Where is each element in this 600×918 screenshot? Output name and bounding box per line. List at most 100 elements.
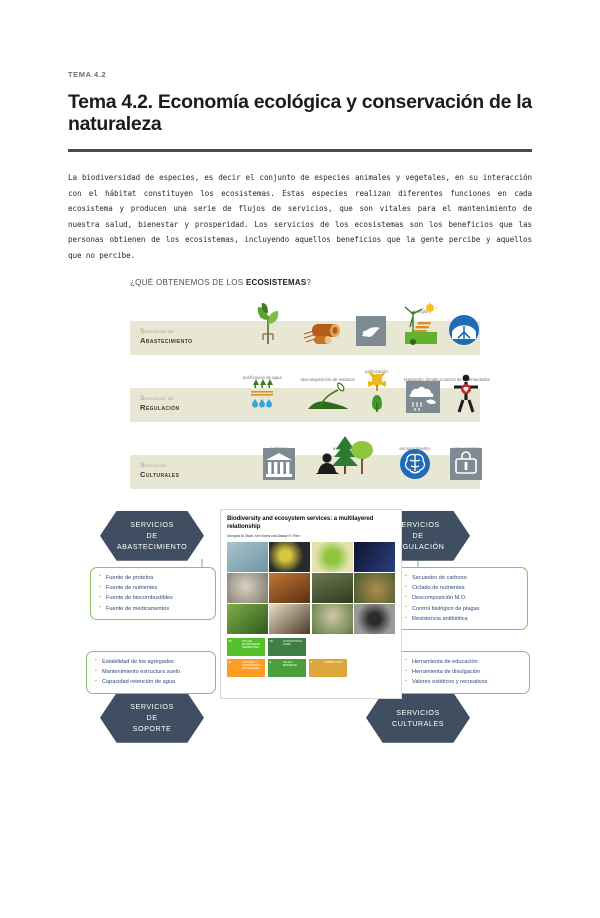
caption-esteticos: estéticos: [270, 445, 288, 451]
hex-regulacion-line1: SERVICIOS: [396, 520, 440, 530]
poster-authors: Georgina M. Mace, Ken Norris and Alastai…: [227, 533, 300, 538]
ecosystem-services-figure: ¿QUÉ OBTENEMOS DE LOS ECOSISTEMAS? alime…: [130, 278, 490, 489]
hex-soporte-line3: SOPORTE: [132, 724, 172, 734]
sdg-badge-row-1: 15 VIDA DE ECOSISTEMAS TERRESTRES 13 ACC…: [227, 638, 395, 657]
list-soporte: Estabilidad de los agregados Mantenimien…: [86, 650, 216, 694]
hexagon-culturales: SERVICIOS CULTURALES: [366, 692, 470, 743]
list-item: Herramienta de educación: [405, 656, 523, 667]
sdg-number: 11: [228, 659, 232, 664]
list-item: Mantenimiento estructura suelo: [95, 667, 209, 677]
medicine-plant-icon: [356, 315, 387, 351]
eyebrow-label: TEMA 4.2: [68, 70, 107, 79]
hex-soporte-line2: DE: [146, 713, 158, 723]
caption-purificacion-agua: purificación de agua: [243, 374, 282, 380]
sdg-number: 15: [228, 638, 232, 643]
band-abastecimiento: alimento madera medicamentos energía agu…: [130, 291, 480, 355]
list-item: Fuente de biocombustibles: [99, 593, 209, 603]
figure1-title-strong: ECOSISTEMAS: [245, 277, 307, 287]
list-item: Herramienta de divulgación: [405, 667, 523, 677]
sdg-number: 13: [269, 638, 273, 643]
caption-ocio-turismo: ocio y turismo: [453, 445, 480, 451]
sdg-badge-11: 11 CIUDADES Y COMUNIDADES SOSTENIBLES: [227, 659, 265, 678]
photo-thumbnail: [227, 541, 268, 572]
band-3-label-strong: Culturales: [140, 470, 180, 480]
list-item: Descomposición M.O.: [405, 593, 521, 603]
list-item: Control biológico de plagas: [405, 603, 521, 614]
page-title: Tema 4.2. Economía ecológica y conservac…: [68, 91, 532, 136]
sdg-label: ACCIÓN POR EL CLIMA: [283, 640, 303, 647]
caption-descomposicion-residuos: descomposición de residuos: [300, 376, 355, 382]
hexagon-soporte: SERVICIOS DE SOPORTE: [100, 692, 204, 743]
caption-espirituales: espirituales: [333, 445, 355, 451]
band-2-label-small: Servicios de: [140, 394, 175, 402]
sdg-badge-15: 15 VIDA DE ECOSISTEMAS TERRESTRES: [227, 638, 265, 657]
soil-organism-photo-grid: [227, 541, 395, 635]
document-page: TEMA 4.2 Tema 4.2. Economía ecológica y …: [0, 70, 600, 918]
figure1-title-prefix: ¿QUÉ OBTENEMOS DE LOS: [130, 277, 246, 287]
figure1-title-suffix: ?: [306, 277, 312, 287]
sdg-badge-2: 2 HAMBRE CERO: [309, 659, 347, 678]
hex-regulacion-line3: REGULACIÓN: [391, 542, 445, 552]
caption-enriquecimiento: enriquecimiento: [399, 445, 430, 451]
band-3-bar: Servicios Culturales: [130, 435, 483, 489]
hex-soporte-line1: SERVICIOS: [130, 702, 174, 712]
title-divider: [68, 148, 532, 152]
photo-thumbnail: [354, 572, 395, 603]
hexagon-abastecimiento: SERVICIOS DE ABASTECIMIENTO: [100, 510, 204, 561]
photo-thumbnail: [311, 541, 353, 572]
sdg-label: CIUDADES Y COMUNIDADES SOSTENIBLES: [242, 661, 261, 671]
sdg-number: 2: [310, 659, 313, 664]
sdg-label: VIDA DE ECOSISTEMAS TERRESTRES: [242, 640, 261, 650]
band-1-label-small: Servicios de: [140, 327, 175, 335]
band-2-captions: purificación de agua descomposición de r…: [208, 358, 490, 388]
sdg-badge-3: 3 SALUD Y BIENESTAR: [268, 659, 306, 678]
list-item: Estabilidad de los agregados: [95, 656, 209, 667]
sdg-label: SALUD Y BIENESTAR: [283, 661, 297, 668]
band-3-label-small: Servicios: [140, 461, 167, 469]
band-1-title: Servicios de Abastecimiento: [140, 328, 192, 347]
sdg-label: HAMBRE CERO: [324, 661, 343, 665]
list-item: Secuestro de carbono: [405, 572, 521, 583]
band-1-bar: Servicios de Abastecimiento: [130, 302, 480, 355]
hex-regulacion-line2: DE: [412, 531, 424, 541]
hex-abastecimiento-line1: SERVICIOS: [130, 520, 174, 530]
sdg-number: 3: [269, 659, 272, 664]
photo-thumbnail: [269, 541, 311, 572]
list-item: Ciclado de nutrientes: [405, 583, 521, 593]
band-1-label-strong: Abastecimiento: [140, 336, 193, 346]
caption-control-enfermedades: control de enfermedades: [442, 376, 491, 382]
intro-paragraph: La biodiversidad de especies, es decir e…: [68, 172, 532, 261]
band-2-label-strong: Regulación: [140, 403, 180, 413]
band-regulacion: purificación de agua descomposición de r…: [130, 358, 490, 422]
caption-regulacion-climatica: regulación climática: [403, 376, 442, 382]
list-item: Resistencia antibiótica: [405, 614, 521, 624]
list-culturales: Herramienta de educación Herramienta de …: [396, 650, 530, 694]
band-1-captions: alimento madera medicamentos energía agu…: [208, 291, 480, 325]
photo-thumbnail: [227, 604, 268, 635]
hex-abastecimiento-line3: ABASTECIMIENTO: [116, 542, 188, 552]
list-item: Fuente de nutrientes: [99, 583, 209, 593]
list-item: Capacidad retención de agua: [95, 677, 209, 687]
ecosystem-hexagon-diagram: SERVICIOS DE ABASTECIMIENTO SERVICIOS DE…: [84, 507, 534, 755]
sdg-badge-row-2: 11 CIUDADES Y COMUNIDADES SOSTENIBLES 3 …: [227, 659, 395, 678]
list-item: Valores estéticos y recreativos: [405, 677, 523, 687]
caption-polinizacion: polinización: [365, 368, 388, 374]
list-abastecimiento: Fuente de proteína Fuente de nutrientes …: [90, 566, 216, 621]
photo-thumbnail: [311, 572, 353, 603]
poster-biodiversity: Biodiversity and ecosystem services: a m…: [220, 508, 402, 699]
photo-thumbnail: [354, 604, 395, 635]
band-culturales: estéticos espirituales enriquecimiento o…: [130, 425, 483, 489]
list-item: Fuente de proteína: [99, 572, 209, 583]
caption-alimento: alimento: [259, 313, 276, 319]
list-item: Fuente de medicamentos: [99, 603, 209, 614]
hex-abastecimiento-line2: DE: [146, 531, 158, 541]
sdg-badge-13: 13 ACCIÓN POR EL CLIMA: [268, 638, 306, 657]
poster-title: Biodiversity and ecosystem services: a m…: [227, 514, 374, 530]
photo-thumbnail: [354, 541, 395, 572]
band-2-bar: Servicios de Regulación: [130, 371, 480, 422]
hex-culturales-line1: SERVICIOS: [396, 707, 440, 717]
band-2-title: Servicios de Regulación: [140, 395, 179, 414]
photo-thumbnail: [227, 572, 268, 603]
list-regulacion: Secuestro de carbono Ciclado de nutrient…: [396, 566, 528, 631]
figure1-title: ¿QUÉ OBTENEMOS DE LOS ECOSISTEMAS?: [130, 278, 480, 287]
